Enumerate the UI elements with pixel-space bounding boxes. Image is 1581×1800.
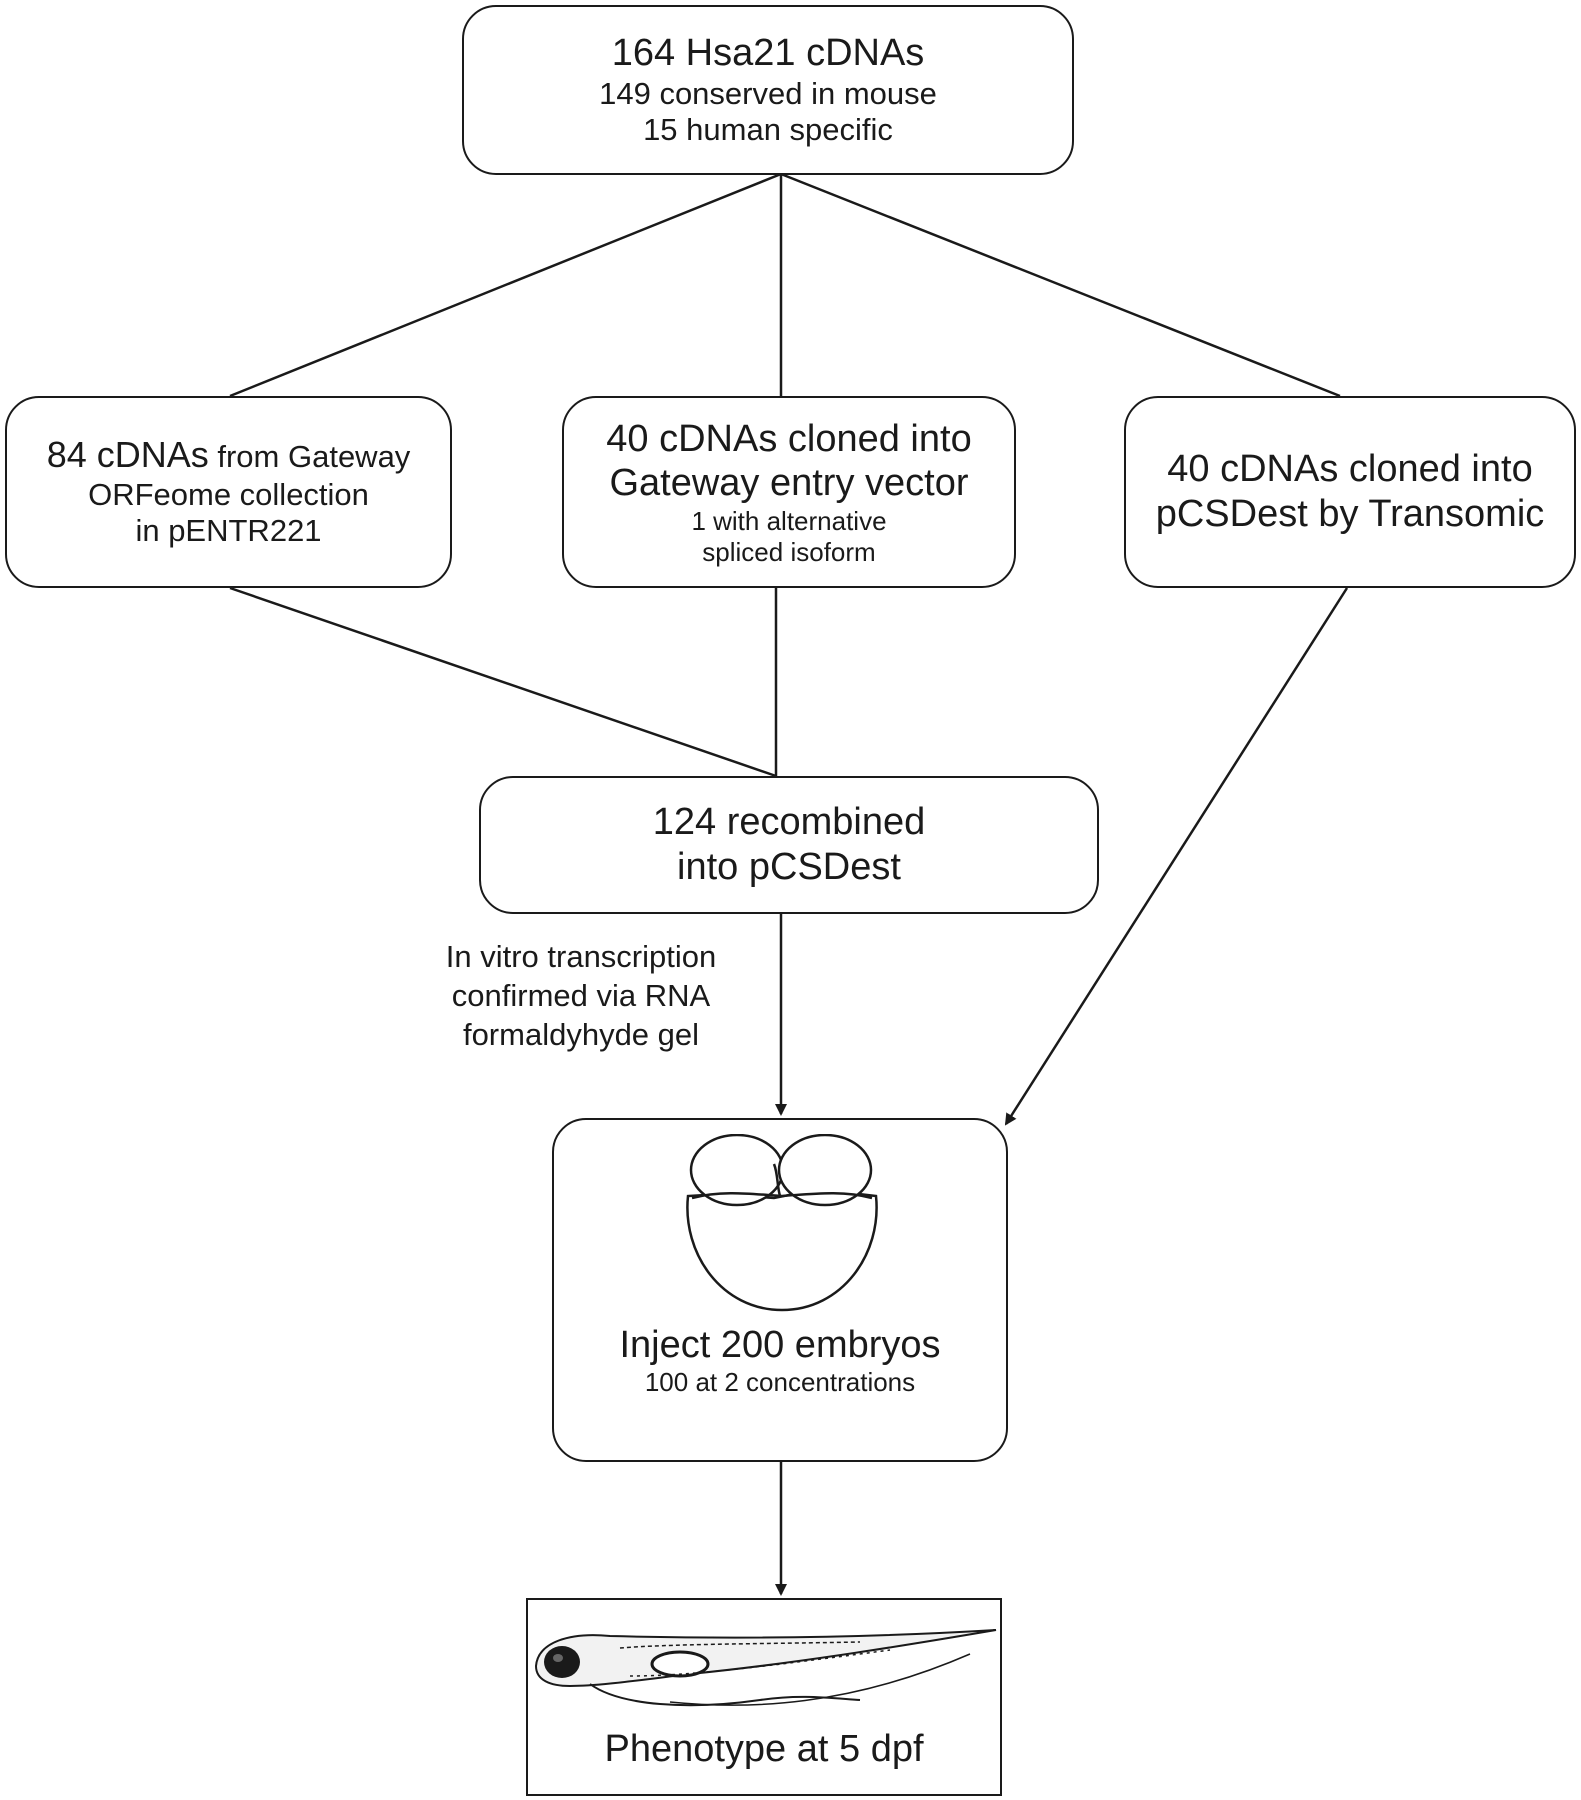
line-left-to-recombined <box>229 586 777 778</box>
inject-title: Inject 200 embryos <box>619 1323 941 1366</box>
arrow-right-to-inject <box>1004 587 1349 1126</box>
fin-fold <box>669 1653 971 1706</box>
phenotype-label: Phenotype at 5 dpf <box>604 1728 924 1771</box>
inject-subtitle: 100 at 2 concentrations <box>644 1367 916 1398</box>
orfeome-box: 84 cDNAs from Gateway ORFeome collection… <box>5 396 452 588</box>
yolk-cell <box>686 1190 878 1312</box>
transcription-note-line2: confirmed via RNA <box>451 977 711 1013</box>
human-specific-count: 15 human specific <box>643 112 893 148</box>
recombined-line2: into pCSDest <box>677 846 901 888</box>
transcription-note-line1: In vitro transcription <box>445 939 717 974</box>
recombined-box: 124 recombined into pCSDest <box>479 776 1099 914</box>
line-top-to-left <box>229 172 782 398</box>
swim-bladder <box>650 1650 710 1678</box>
gateway-line2: Gateway entry vector <box>609 462 969 505</box>
orfeome-line2: ORFeome collection <box>88 476 369 512</box>
orfeome-line1: 84 cDNAs from Gateway <box>47 434 411 476</box>
phenotype-box: Phenotype at 5 dpf <box>526 1598 1002 1796</box>
transomic-line2: pCSDest by Transomic <box>1155 493 1545 535</box>
transomic-line1: 40 cDNAs cloned into <box>1167 448 1533 491</box>
source-title: 164 Hsa21 cDNAs <box>611 32 925 74</box>
larva-eye-icon <box>544 1646 580 1678</box>
zebrafish-larva-illustration <box>534 1629 997 1707</box>
orfeome-count: 84 cDNAs <box>46 434 209 476</box>
orfeome-line3: in pENTR221 <box>135 513 322 549</box>
larva-body-outline <box>534 1629 997 1688</box>
conserved-count: 149 conserved in mouse <box>599 75 937 111</box>
line-top-to-right <box>780 172 1341 398</box>
orfeome-source: from Gateway <box>208 439 411 475</box>
source-cdnas-box: 164 Hsa21 cDNAs 149 conserved in mouse 1… <box>462 5 1074 175</box>
isoform-note2: spliced isoform <box>702 536 876 567</box>
gateway-entry-box: 40 cDNAs cloned into Gateway entry vecto… <box>562 396 1016 588</box>
transcription-note: In vitro transcription confirmed via RNA… <box>400 938 762 1054</box>
transomic-box: 40 cDNAs cloned into pCSDest by Transomi… <box>1124 396 1576 588</box>
blastomere-right <box>777 1134 873 1207</box>
two-cell-embryo-illustration <box>686 1134 878 1312</box>
transcription-note-line3: formaldyhyde gel <box>462 1016 700 1052</box>
isoform-note1: 1 with alternative <box>691 506 887 537</box>
gateway-line1: 40 cDNAs cloned into <box>606 417 972 460</box>
recombined-line1: 124 recombined <box>652 801 926 844</box>
yolk-sac <box>589 1683 861 1707</box>
